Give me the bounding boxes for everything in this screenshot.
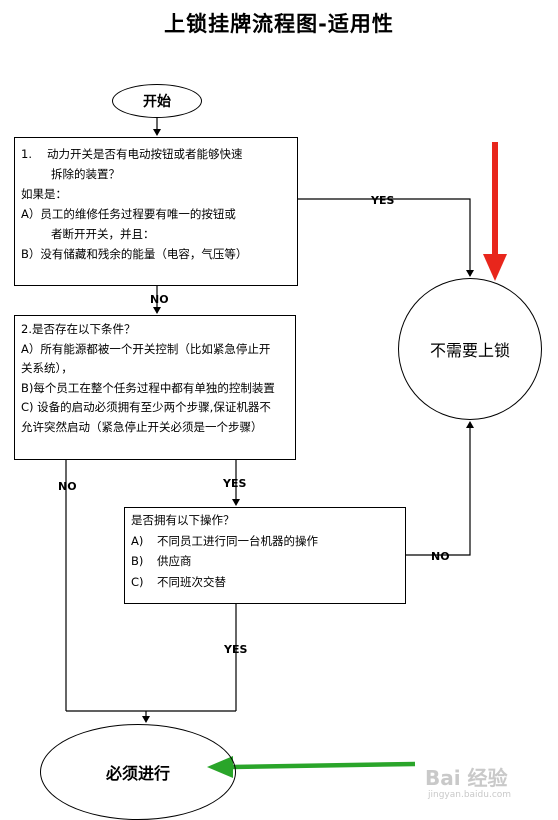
q3-item-b: B) 供应商	[131, 551, 399, 572]
q1-number: 1.	[21, 147, 32, 161]
label-no-1: NO	[150, 293, 169, 306]
q1-line2: 拆除的装置？	[51, 167, 120, 181]
q3-title: 是否拥有以下操作？	[131, 513, 235, 527]
q1-a-line2: 者断开开关，并且：	[51, 227, 155, 241]
q3-item-label: B)	[131, 554, 144, 568]
label-yes-3: YES	[224, 643, 248, 656]
q3-item-a: A) 不同员工进行同一台机器的操作	[131, 531, 399, 552]
question-box-3: 是否拥有以下操作？ A) 不同员工进行同一台机器的操作 B) 供应商 C) 不同班次交…	[124, 507, 406, 604]
q3-item-label: C)	[131, 574, 144, 589]
q1-if-label: 如果是：	[21, 187, 67, 201]
label-no-2: NO	[58, 480, 77, 493]
q2-c-line2: 允许突然启动（紧急停止开关必须是一个步骤）	[21, 419, 263, 434]
q3-item-text: 不同员工进行同一台机器的操作	[157, 533, 318, 548]
connector-box1-yes	[298, 198, 474, 277]
q1-a-line1: A）员工的维修任务过程要有唯一的按钮或	[21, 207, 236, 221]
q2-a-line2: 关系统），	[21, 361, 73, 375]
q2-b-line1: B)每个员工在整个任务过程中都有单独的控制装置	[21, 380, 275, 395]
label-yes-1: YES	[371, 194, 395, 207]
q2-title: 2.是否存在以下条件？	[21, 322, 136, 336]
q3-item-label: A)	[131, 533, 144, 548]
q1-line1: 动力开关是否有电动按钮或者能够快速	[47, 147, 243, 161]
start-node: 开始	[112, 84, 202, 118]
watermark-logo: Bai 经验	[425, 766, 508, 790]
label-no-3: NO	[431, 550, 450, 563]
page-title: 上锁挂牌流程图-适用性	[164, 12, 394, 36]
red-arrow-icon	[483, 142, 507, 281]
green-arrow-icon	[207, 756, 416, 778]
q2-c-line1: C) 设备的启动必须拥有至少两个步骤,保证机器不	[21, 400, 271, 414]
no-lock-node: 不需要上锁	[398, 278, 542, 420]
question-box-2: 2.是否存在以下条件？ A）所有能源都被一个开关控制（比如紧急停止开 关系统），…	[14, 315, 296, 460]
label-yes-2: YES	[223, 477, 247, 490]
q3-item-c: C) 不同班次交替	[131, 572, 399, 593]
q3-item-text: 供应商	[157, 554, 192, 568]
watermark-url: jingyan.baidu.com	[428, 790, 512, 800]
connector-box3-no	[406, 421, 474, 556]
q1-b-line1: B）没有储藏和残余的能量（电容，气压等）	[21, 247, 248, 261]
q2-a-line1: A）所有能源都被一个开关控制（比如紧急停止开	[21, 341, 271, 356]
must-do-node: 必须进行	[40, 724, 236, 820]
q3-item-text: 不同班次交替	[157, 574, 226, 589]
question-box-1: 1. 动力开关是否有电动按钮或者能够快速 拆除的装置？ 如果是： A）员工的维修任…	[14, 137, 298, 286]
